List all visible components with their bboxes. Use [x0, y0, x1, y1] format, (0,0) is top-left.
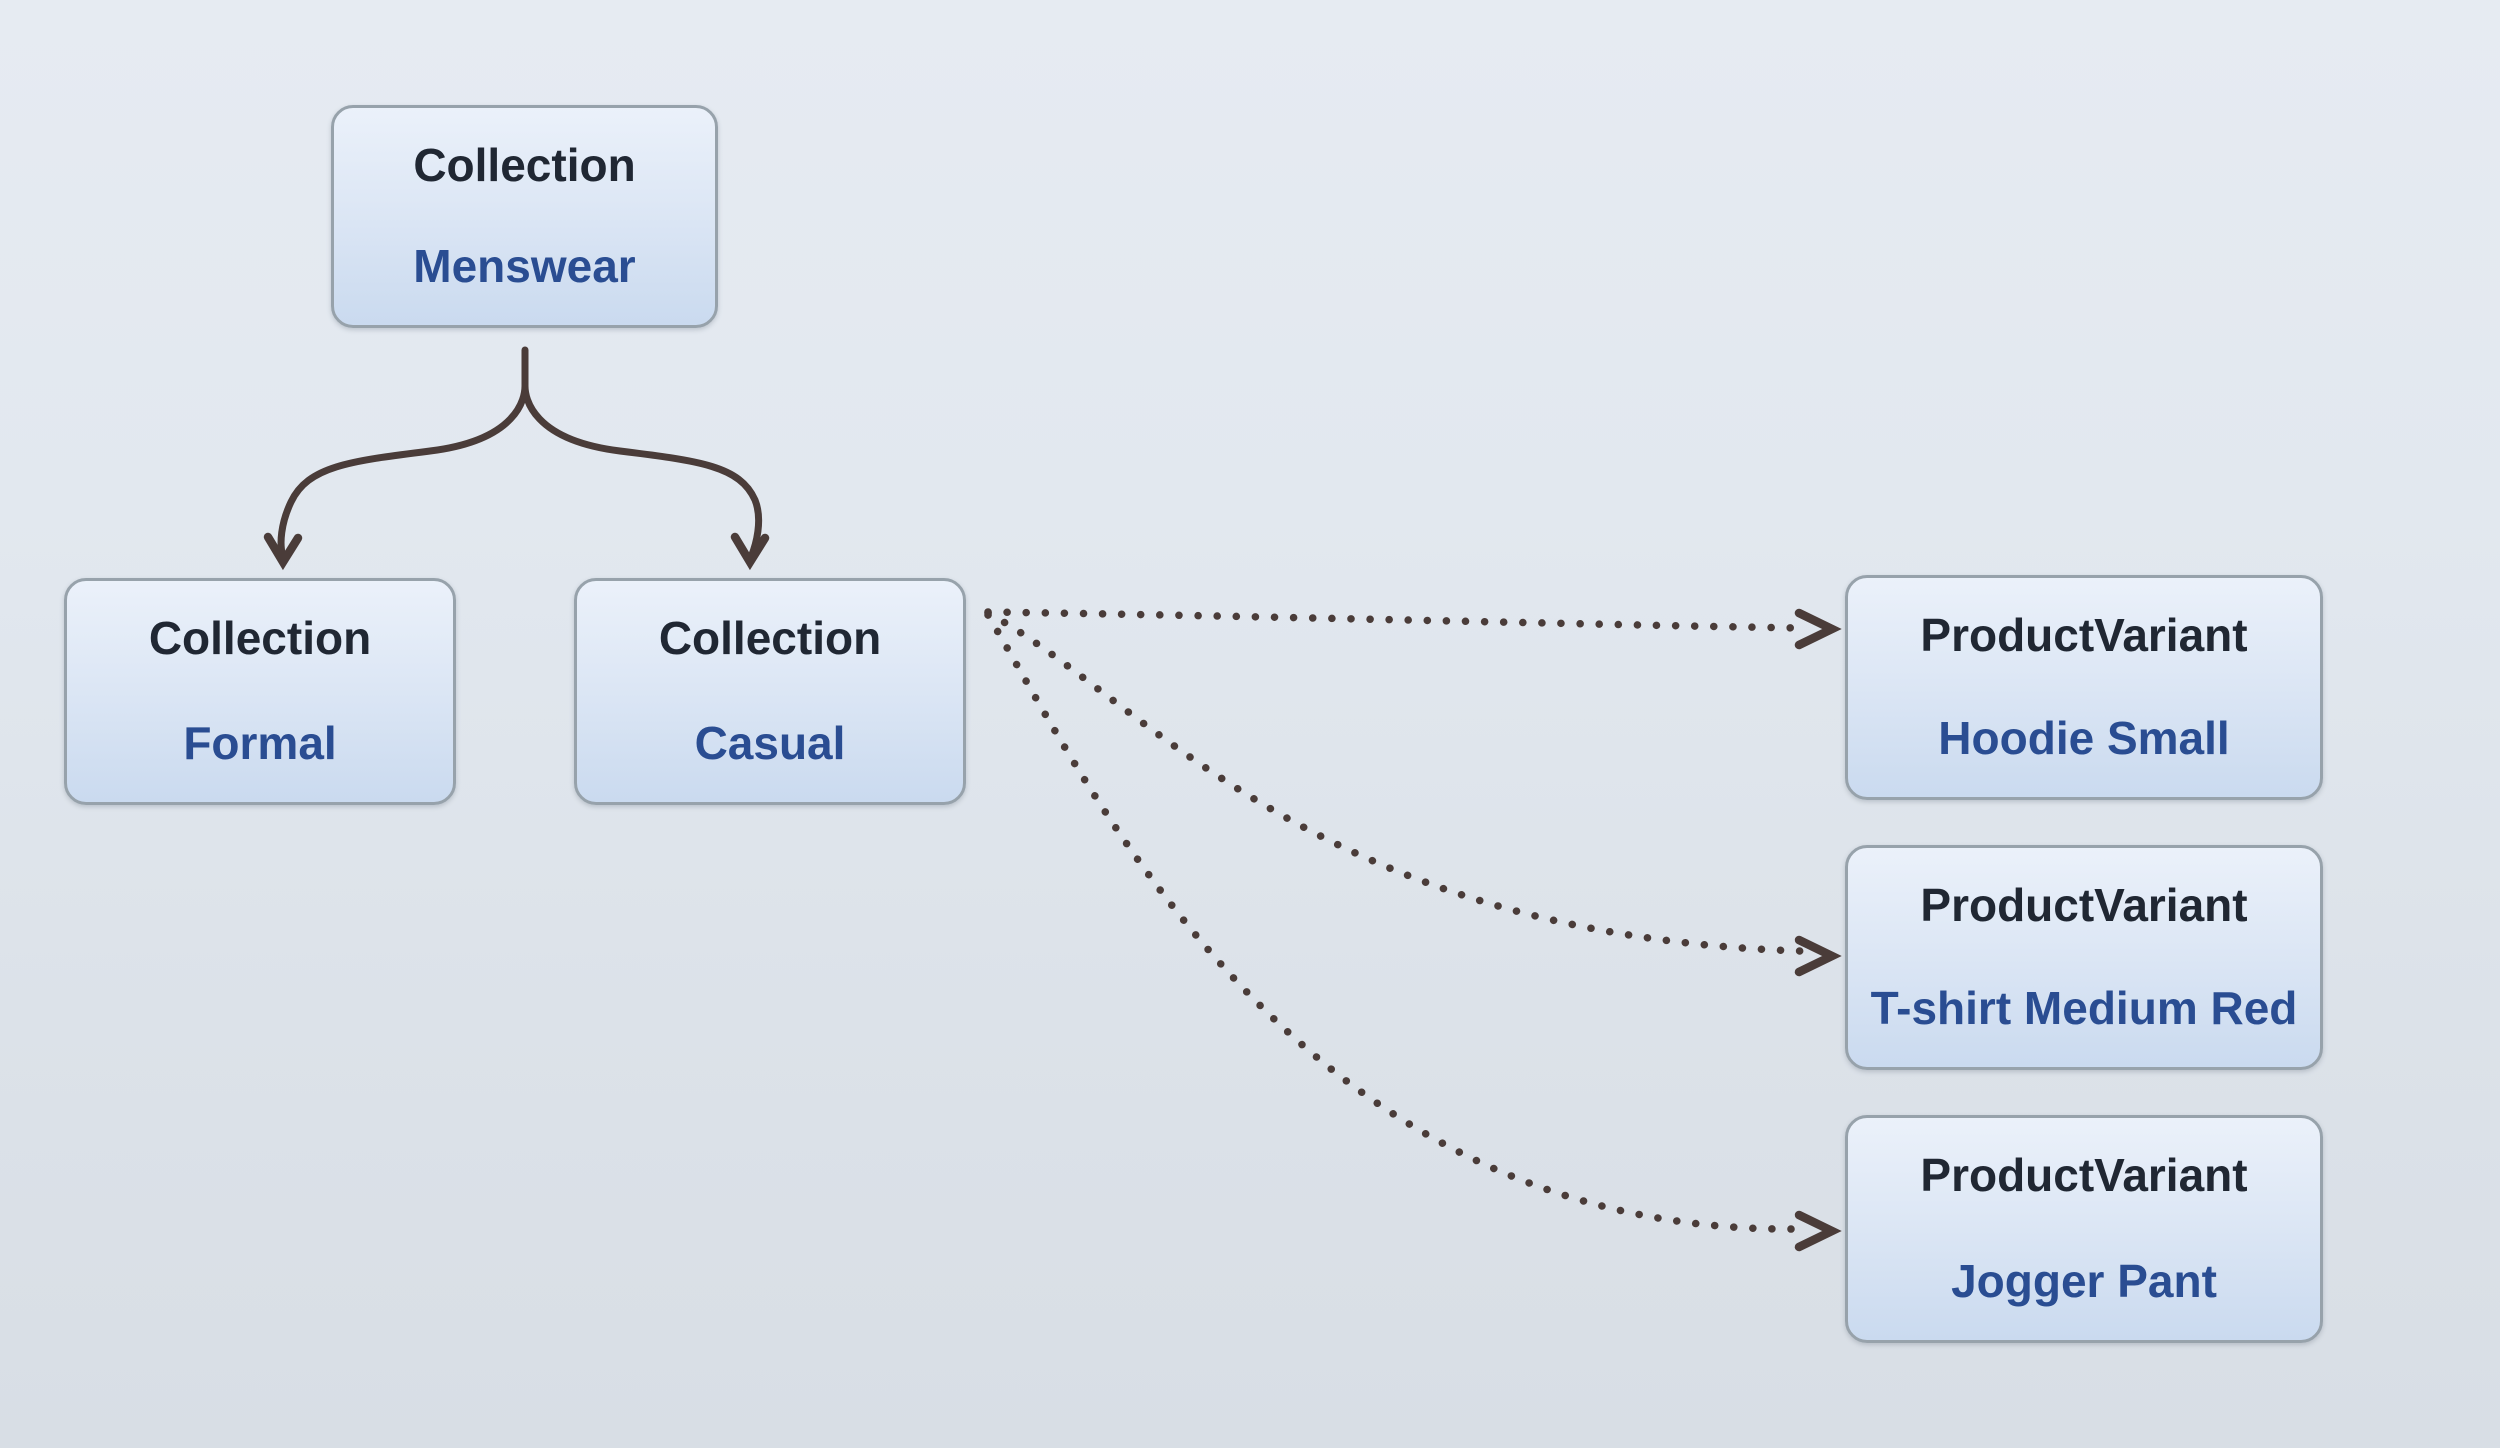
edge-menswear-to-formal: [277, 382, 529, 561]
node-productvariant-jogger-pant: ProductVariant Jogger Pant: [1845, 1115, 2323, 1343]
node-type: Collection: [413, 139, 636, 191]
edge-casual-to-jogger-pant: [984, 611, 1804, 1233]
node-collection-menswear: Collection Menswear: [331, 105, 718, 328]
node-collection-casual: Collection Casual: [574, 578, 966, 805]
node-label: Jogger Pant: [1951, 1255, 2217, 1307]
node-type: ProductVariant: [1920, 879, 2248, 931]
node-type: Collection: [658, 612, 882, 664]
node-type: ProductVariant: [1920, 609, 2248, 661]
edge-casual-to-tshirt-medium-red: [984, 609, 1804, 955]
arrowhead-hoodie-small: [1794, 608, 1842, 650]
node-type: Collection: [148, 612, 372, 664]
node-label: Hoodie Small: [1938, 712, 2230, 764]
edge-menswear-to-casual: [521, 382, 763, 561]
arrowhead-casual: [730, 532, 770, 571]
edge-casual-to-hoodie-small: [984, 608, 1804, 632]
node-collection-formal: Collection Formal: [64, 578, 456, 805]
arrowhead-tshirt-medium-red: [1794, 935, 1842, 977]
node-label: Menswear: [413, 240, 636, 292]
node-productvariant-tshirt-medium-red: ProductVariant T-shirt Medium Red: [1845, 845, 2323, 1070]
arrowhead-jogger-pant: [1794, 1210, 1842, 1252]
node-label: Casual: [694, 717, 846, 769]
node-label: T-shirt Medium Red: [1870, 982, 2298, 1034]
node-label: Formal: [183, 717, 337, 769]
node-type: ProductVariant: [1920, 1149, 2248, 1201]
node-productvariant-hoodie-small: ProductVariant Hoodie Small: [1845, 575, 2323, 800]
arrowhead-formal: [263, 532, 303, 571]
